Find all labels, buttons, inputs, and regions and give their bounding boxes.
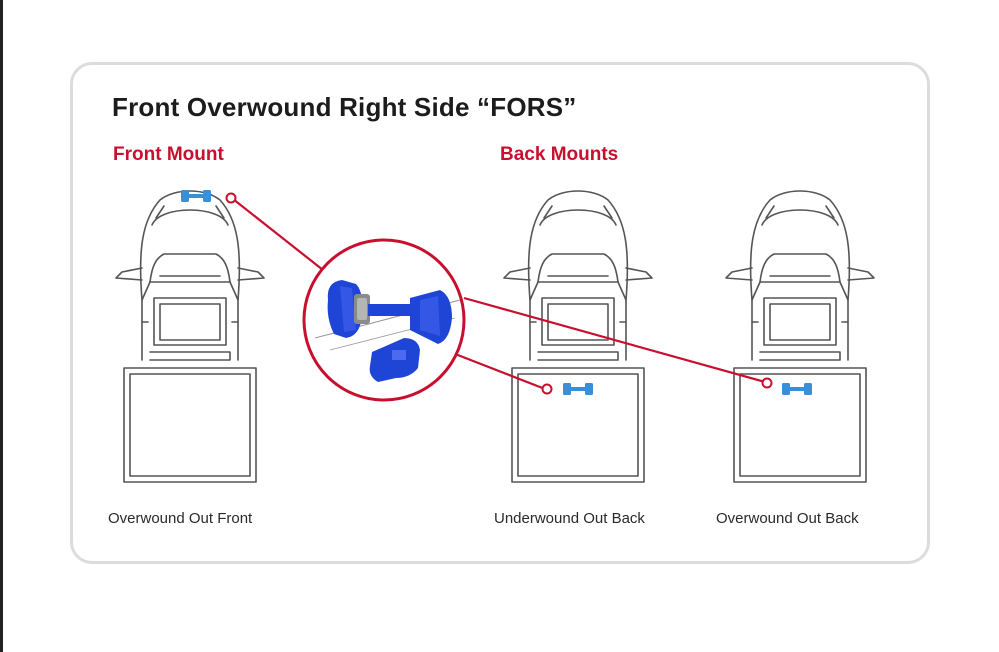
callout-dot-overwound-back [761, 377, 773, 389]
truck-overwound-back [725, 190, 875, 483]
caption-overwound-out-front: Overwound Out Front [108, 510, 253, 527]
magnified-spring-detail-icon [302, 238, 466, 402]
caption-overwound-out-back: Overwound Out Back [716, 510, 859, 527]
truck-underwound-back [503, 190, 653, 483]
spring-marker-underwound-icon [563, 383, 593, 395]
callout-dot-underwound [541, 383, 553, 395]
diagram-title: Front Overwound Right Side “FORS” [112, 92, 577, 122]
caption-underwound-out-back: Underwound Out Back [494, 510, 645, 527]
front-mount-label: Front Mount [113, 144, 224, 165]
callout-lines [232, 198, 766, 391]
callout-dot-front [225, 192, 237, 204]
diagram-card [70, 62, 930, 564]
left-edge-bar [0, 0, 3, 652]
spring-marker-overwound-back-icon [782, 383, 812, 395]
back-mounts-label: Back Mounts [500, 144, 619, 165]
truck-overwound-front [115, 190, 265, 483]
